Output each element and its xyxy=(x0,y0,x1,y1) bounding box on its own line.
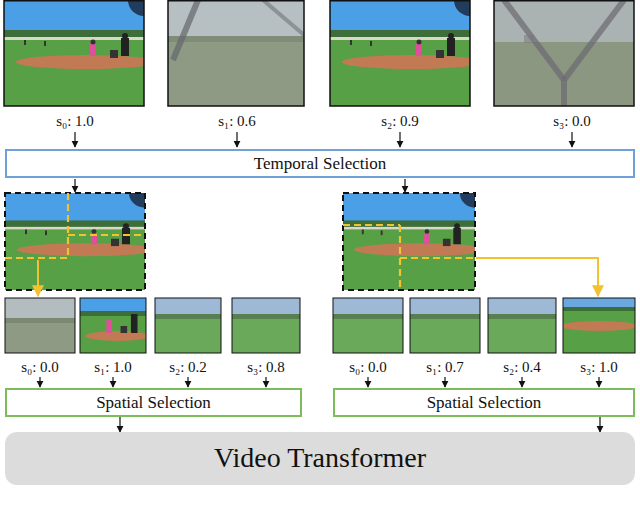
patch-borders xyxy=(5,298,635,353)
patch xyxy=(333,298,403,353)
patch xyxy=(80,298,150,353)
transformer-band: Video Transformer xyxy=(5,432,635,485)
score-label: s₀: 0.0 xyxy=(21,358,59,376)
score-label: s₁: 0.7 xyxy=(426,358,464,376)
score-label: s₂: 0.2 xyxy=(169,358,207,376)
box-label: Spatial Selection xyxy=(427,393,542,413)
video-frame xyxy=(4,0,160,106)
score-label: s₂: 0.9 xyxy=(381,112,419,130)
video-frame xyxy=(168,0,304,106)
patch xyxy=(560,298,638,353)
spatial-selection-box: Spatial Selection xyxy=(333,388,635,417)
selected-frame xyxy=(5,178,161,290)
patch xyxy=(232,298,300,353)
selected-frame-borders xyxy=(5,193,475,290)
box-label: Temporal Selection xyxy=(254,154,386,174)
box-label: Video Transformer xyxy=(214,442,426,474)
patch xyxy=(155,298,221,353)
score-label: s₃: 0.8 xyxy=(247,358,285,376)
score-label: s₁: 0.6 xyxy=(218,112,256,130)
video-frame xyxy=(494,0,634,106)
patch xyxy=(488,298,556,353)
patch-pointer xyxy=(38,258,598,296)
flow-arrow xyxy=(119,417,120,432)
temporal-selection-box: Temporal Selection xyxy=(5,149,635,178)
score-label: s₁: 1.0 xyxy=(94,358,132,376)
score-arrows xyxy=(40,377,599,387)
selected-frame xyxy=(343,178,490,290)
score-label: s₃: 0.0 xyxy=(553,112,591,130)
frame-borders xyxy=(4,1,634,106)
score-label: s₃: 1.0 xyxy=(580,358,618,376)
video-frame xyxy=(330,0,486,106)
box-label: Spatial Selection xyxy=(96,393,211,413)
spatial-selection-box: Spatial Selection xyxy=(5,388,302,417)
flow-arrow xyxy=(599,417,600,432)
score-label: s₀: 0.0 xyxy=(349,358,387,376)
patch-grid xyxy=(5,193,475,290)
patch xyxy=(410,298,480,353)
score-label: s₂: 0.4 xyxy=(503,358,541,376)
patch xyxy=(5,298,75,353)
score-label: s₀: 1.0 xyxy=(56,112,94,130)
